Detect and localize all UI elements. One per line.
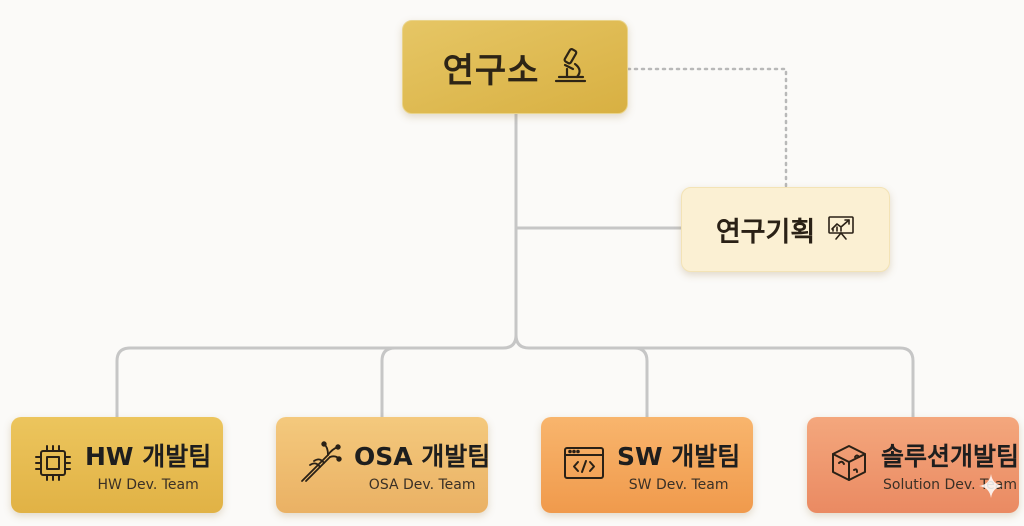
team-subtitle: Solution Dev. Team: [883, 477, 1017, 493]
planning-title: 연구기획: [715, 217, 816, 248]
microscope-icon: [553, 46, 587, 88]
team-text-solution: 솔루션개발팀 Solution Dev. Team: [881, 437, 1019, 493]
team-node-solution: 솔루션개발팀 Solution Dev. Team: [807, 417, 1019, 513]
team-title: SW 개발팀: [617, 442, 741, 471]
root-node-research-institute: 연구소: [402, 20, 628, 114]
team-node-hw: HW 개발팀 HW Dev. Team: [11, 417, 223, 513]
fiber-optic-icon: [298, 441, 342, 489]
team-text-osa: OSA 개발팀 OSA Dev. Team: [354, 437, 490, 493]
chip-icon: [33, 443, 73, 487]
team-subtitle: OSA Dev. Team: [368, 477, 476, 493]
team-title: HW 개발팀: [85, 442, 212, 471]
team-text-hw: HW 개발팀 HW Dev. Team: [85, 437, 211, 493]
team-subtitle: HW Dev. Team: [97, 477, 199, 493]
sparkle-icon: [979, 474, 1003, 498]
team-node-sw: SW 개발팀 SW Dev. Team: [541, 417, 753, 513]
team-subtitle: SW Dev. Team: [628, 477, 729, 493]
code-window-icon: [563, 445, 605, 485]
team-text-sw: SW 개발팀 SW Dev. Team: [617, 437, 740, 493]
root-title: 연구소: [442, 50, 540, 91]
presentation-chart-icon: [827, 215, 855, 245]
team-title: OSA 개발팀: [354, 442, 491, 471]
team-title: 솔루션개발팀: [881, 442, 1020, 471]
team-node-osa: OSA 개발팀 OSA Dev. Team: [276, 417, 490, 513]
puzzle-cube-icon: [829, 443, 869, 487]
planning-node: 연구기획: [681, 187, 890, 272]
